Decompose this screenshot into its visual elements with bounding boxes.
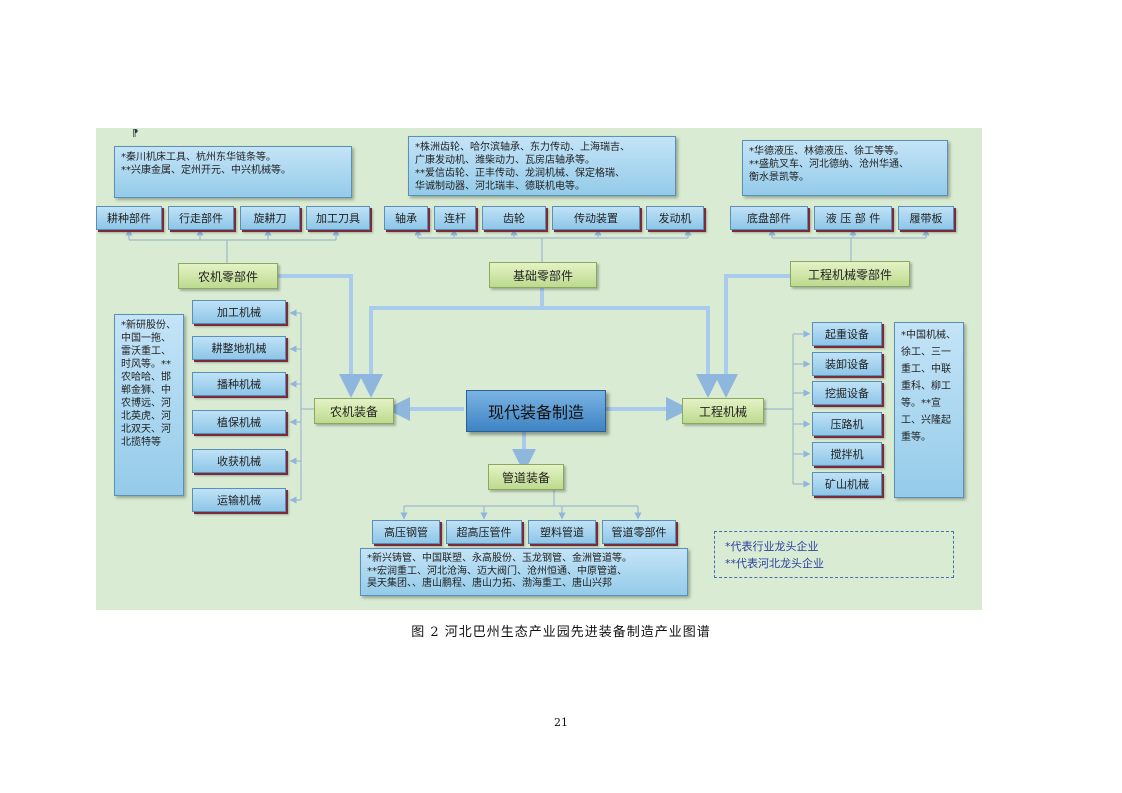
- agri-equip-harvesting[interactable]: 收获机械: [192, 449, 286, 473]
- agri-part-walking[interactable]: 行走部件: [168, 206, 234, 230]
- agri-part-rotary-blade[interactable]: 旋耕刀: [240, 206, 300, 230]
- note-line: *中国机械、徐工、三一重工、中联重科、柳工等。**宣工、兴隆起重等。: [901, 330, 956, 443]
- eng-equip-loading[interactable]: 装卸设备: [812, 352, 882, 376]
- basic-part-transmission[interactable]: 传动装置: [552, 206, 640, 230]
- basic-part-engine[interactable]: 发动机: [646, 206, 704, 230]
- note-line: **兴康金属、定州开元、中兴机械等。: [121, 165, 291, 176]
- pipe-equip-high-pressure-steel-pipe[interactable]: 高压钢管: [372, 520, 440, 544]
- note-line: 广康发动机、潍柴动力、瓦房店轴承等。: [415, 155, 595, 166]
- basic-part-bearing[interactable]: 轴承: [384, 206, 428, 230]
- figure-caption: 图 2 河北巴州生态产业园先进装备制造产业图谱: [411, 625, 711, 640]
- note-line: 衡水景凯等。: [749, 172, 809, 183]
- pipe-equip-plastic-pipe[interactable]: 塑料管道: [528, 520, 596, 544]
- legend-industry-leader: *代表行业龙头企业: [725, 540, 819, 553]
- pipe-equip-enterprise-note: *新兴铸管、中国联塑、永高股份、玉龙钢管、金洲管道等。 **宏润重工、河北沧海、…: [360, 548, 688, 596]
- agri-equip-land-preparation[interactable]: 耕整地机械: [192, 336, 286, 360]
- eng-part-track-plate[interactable]: 履带板: [898, 206, 954, 230]
- eng-equip-mining[interactable]: 矿山机械: [812, 472, 882, 496]
- agri-parts-enterprise-note: *秦川机床工具、杭州东华链条等。 **兴康金属、定州开元、中兴机械等。: [114, 146, 352, 198]
- basic-part-connecting-rod[interactable]: 连杆: [434, 206, 476, 230]
- eng-parts-enterprise-note: *华德液压、林德液压、徐工等等。 **盛航叉车、河北德纳、沧州华通、 衡水景凯等…: [742, 140, 948, 196]
- modern-equipment-manufacturing-center[interactable]: 现代装备制造: [466, 390, 606, 432]
- eng-part-chassis[interactable]: 底盘部件: [730, 206, 808, 230]
- agri-equip-plant-protection[interactable]: 植保机械: [192, 410, 286, 434]
- eng-parts-category[interactable]: 工程机械零部件: [790, 261, 910, 287]
- paragraph-mark-icon: ⁋: [132, 128, 139, 139]
- legend-hebei-leader: **代表河北龙头企业: [725, 557, 824, 570]
- note-line: *新兴铸管、中国联塑、永高股份、玉龙钢管、金洲管道等。: [367, 553, 632, 564]
- eng-equipment-category[interactable]: 工程机械: [682, 398, 764, 424]
- connector-lines: [125, 228, 930, 520]
- note-line: *株洲齿轮、哈尔滨轴承、东力传动、上海瑞吉、: [415, 142, 630, 153]
- note-line: *新研股份、中国一拖、雷沃重工、时风等。**农哈哈、邯郸金狮、中农博远、河北英虎…: [121, 320, 176, 448]
- diagram-canvas: ⁋: [96, 128, 982, 610]
- agri-part-tilling[interactable]: 耕种部件: [96, 206, 162, 230]
- pipe-equip-pipe-parts[interactable]: 管道零部件: [602, 520, 676, 544]
- note-line: 昊天集团、、唐山鹏程、唐山力拓、渤海重工、唐山兴邦: [367, 578, 612, 589]
- agri-equip-enterprise-note: *新研股份、中国一拖、雷沃重工、时风等。**农哈哈、邯郸金狮、中农博远、河北英虎…: [114, 314, 184, 496]
- pipe-equipment-category[interactable]: 管道装备: [488, 464, 564, 490]
- eng-equip-enterprise-note: *中国机械、徐工、三一重工、中联重科、柳工等。**宣工、兴隆起重等。: [894, 322, 964, 498]
- agri-equipment-category[interactable]: 农机装备: [314, 398, 394, 424]
- eng-part-hydraulic[interactable]: 液 压 部 件: [814, 206, 892, 230]
- agri-equip-processing[interactable]: 加工机械: [192, 300, 286, 324]
- eng-equip-excavating[interactable]: 挖掘设备: [812, 381, 882, 405]
- page-number: 21: [554, 716, 568, 729]
- basic-parts-enterprise-note: *株洲齿轮、哈尔滨轴承、东力传动、上海瑞吉、 广康发动机、潍柴动力、瓦房店轴承等…: [408, 136, 676, 196]
- note-line: *华德液压、林德液压、徐工等等。: [749, 146, 904, 157]
- eng-equip-mixer[interactable]: 搅拌机: [812, 442, 882, 466]
- note-line: *秦川机床工具、杭州东华链条等。: [121, 152, 276, 163]
- note-line: **宏润重工、河北沧海、迈大阀门、沧州恒通、中原管道、: [367, 565, 627, 577]
- eng-equip-road-roller[interactable]: 压路机: [812, 412, 882, 436]
- agri-parts-category[interactable]: 农机零部件: [178, 263, 278, 289]
- pipe-equip-ultra-high-pressure-fitting[interactable]: 超高压管件: [446, 520, 522, 544]
- legend: *代表行业龙头企业 **代表河北龙头企业: [714, 531, 954, 578]
- agri-part-cutting-tool[interactable]: 加工刀具: [306, 206, 370, 230]
- note-line: **爱信齿轮、正丰传动、龙润机械、保定格瑞、: [415, 168, 625, 179]
- note-line: 华诚制动器、河北瑞丰、德联机电等。: [415, 181, 585, 192]
- note-line: **盛航叉车、河北德纳、沧州华通、: [749, 159, 909, 170]
- agri-equip-seeding[interactable]: 播种机械: [192, 372, 286, 396]
- eng-equip-lifting[interactable]: 起重设备: [812, 322, 882, 346]
- basic-parts-category[interactable]: 基础零部件: [489, 262, 597, 288]
- agri-equip-transport[interactable]: 运输机械: [192, 488, 286, 512]
- basic-part-gear[interactable]: 齿轮: [482, 206, 546, 230]
